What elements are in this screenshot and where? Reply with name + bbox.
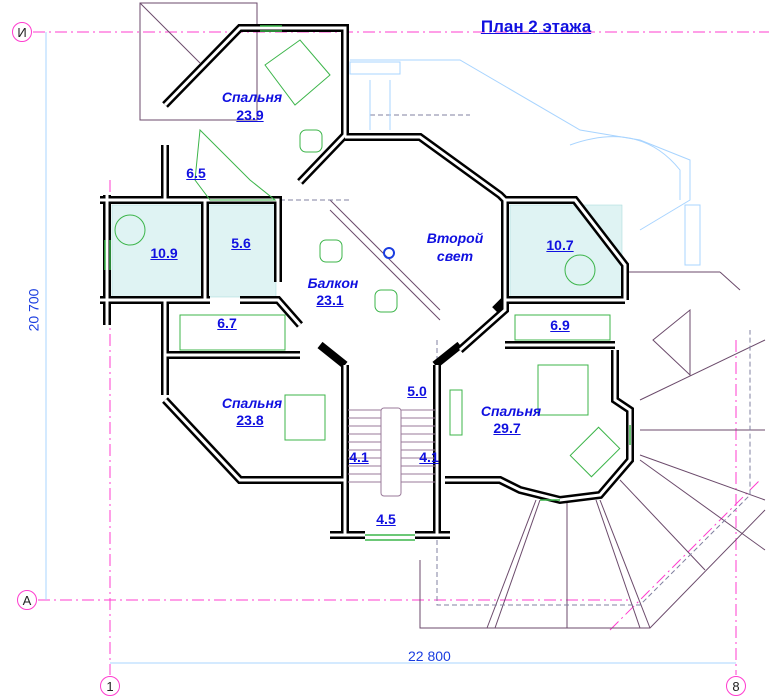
room-area: 6.9 — [550, 317, 570, 333]
room-area: 23.1 — [316, 292, 344, 308]
closet-icon — [194, 128, 277, 201]
closet-icon — [514, 314, 611, 341]
room-area: 4.5 — [376, 511, 396, 527]
room-area: 4.1 — [419, 449, 439, 465]
axis-marker-bottom: А — [17, 590, 37, 610]
stairs — [348, 407, 435, 497]
light-icon — [383, 247, 395, 259]
bed-icon — [264, 39, 331, 106]
bathtub-icon — [564, 254, 596, 286]
page-title: План 2 этажа — [480, 17, 592, 36]
room-area: 29.7 — [493, 420, 521, 436]
closet-icon — [179, 314, 286, 351]
room-name: Второй — [426, 230, 484, 246]
room-area: 5.6 — [231, 235, 251, 251]
tile-areas — [111, 204, 623, 298]
room-name: свет — [436, 248, 474, 264]
dimension-horizontal: 22 800 — [408, 648, 451, 664]
axis-marker-left: 1 — [100, 676, 120, 696]
walls — [100, 24, 634, 539]
axis-lines — [33, 31, 769, 675]
axis-marker-right: 8 — [726, 676, 746, 696]
room-area: 10.9 — [150, 245, 178, 261]
bed-icon — [284, 394, 326, 441]
room-name: Балкон — [307, 275, 359, 291]
room-area: 10.7 — [546, 237, 574, 253]
armchair-icon — [374, 289, 398, 313]
sofa-icon — [569, 426, 621, 478]
room-area: 5.0 — [407, 383, 427, 399]
table-icon — [449, 389, 463, 436]
armchair-icon — [299, 129, 323, 153]
room-area: 23.9 — [236, 107, 264, 123]
room-name: Спальня — [221, 395, 283, 411]
room-area: 4.1 — [349, 449, 369, 465]
terrace-outline — [349, 59, 701, 266]
room-area: 23.8 — [236, 412, 264, 428]
bed-icon — [537, 364, 589, 416]
bathtub-icon — [114, 214, 146, 246]
dimension-lines — [45, 32, 736, 664]
armchair-icon — [319, 239, 343, 263]
axis-marker-top: И — [12, 22, 32, 42]
room-area: 6.5 — [186, 165, 206, 181]
room-name: Спальня — [480, 403, 542, 419]
room-area: 6.7 — [217, 315, 237, 331]
furniture — [114, 39, 621, 478]
room-name: Спальня — [221, 89, 283, 105]
windows — [104, 25, 631, 541]
dimension-vertical: 20 700 — [25, 288, 42, 332]
